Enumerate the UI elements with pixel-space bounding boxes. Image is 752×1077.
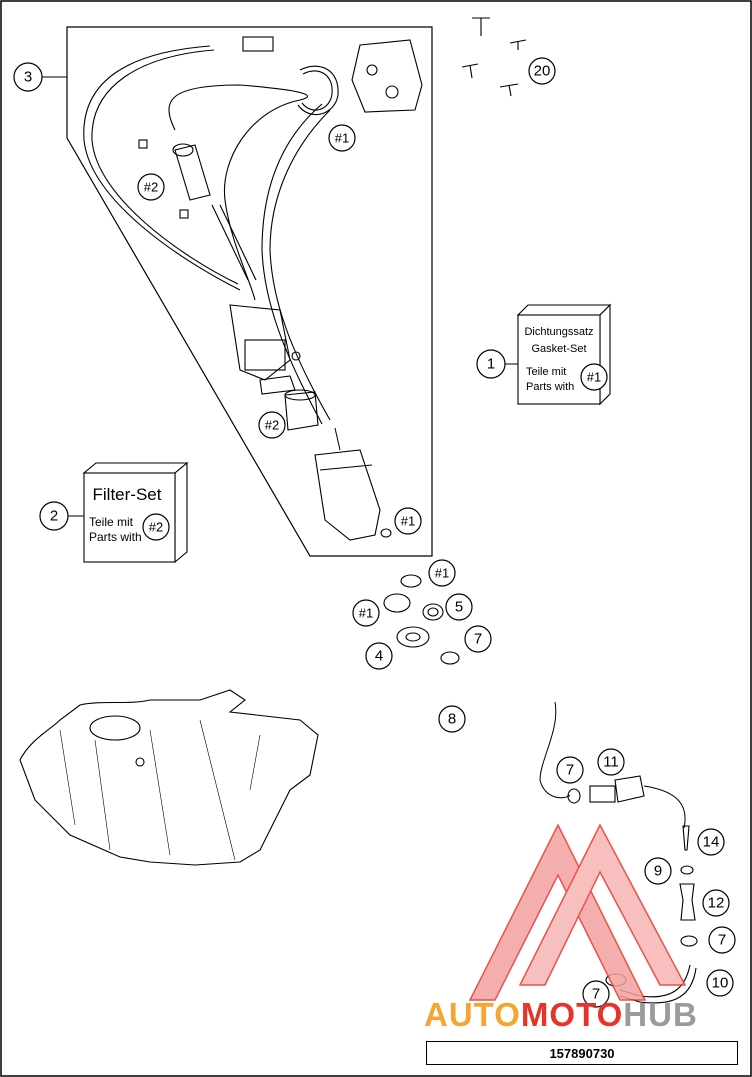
diagram-number-box: 157890730 [426, 1041, 738, 1065]
gasket-box-line1: Teile mit [526, 366, 566, 378]
svg-text:8: 8 [448, 711, 456, 728]
filter-box-title: Filter-Set [93, 485, 162, 504]
svg-text:1: 1 [487, 356, 495, 373]
callout-3: 3 [13, 62, 43, 92]
svg-text:12: 12 [708, 895, 725, 912]
callout-1: 1 [476, 349, 506, 379]
valve-components [383, 574, 460, 665]
callout-11: 11 [597, 748, 625, 776]
gasket-box-line2: Parts with [526, 381, 574, 393]
callout-7d: 7 [582, 980, 610, 1008]
svg-text:#1: #1 [359, 606, 373, 621]
gasket-box-title-de: Dichtungssatz [524, 326, 593, 338]
fuel-hoses [168, 84, 331, 425]
callout-7c: 7 [708, 926, 736, 954]
pump-flange [297, 39, 423, 115]
svg-text:9: 9 [654, 863, 662, 880]
callout-2: 2 [39, 501, 69, 531]
callout-7a: 7 [464, 625, 492, 653]
fuel-pump-body [229, 304, 301, 395]
pump-filter-housing [314, 427, 392, 541]
callout-7b: 7 [556, 756, 584, 784]
callout-8: 8 [438, 705, 466, 733]
callout-10: 10 [706, 969, 734, 997]
quick-coupling [567, 775, 686, 829]
diagram-number: 157890730 [549, 1045, 615, 1061]
svg-text:10: 10 [712, 975, 729, 992]
watermark-hub: HUB [623, 996, 698, 1033]
filter-box-line1: Teile mit [89, 515, 134, 529]
ref-2-filter: #2 [137, 173, 165, 201]
callout-12: 12 [702, 889, 730, 917]
fuel-hose-8 [443, 654, 571, 799]
svg-text:#1: #1 [587, 370, 601, 385]
ref-2-sleeve: #2 [258, 411, 286, 439]
svg-text:7: 7 [592, 986, 600, 1003]
callout-20: 20 [528, 57, 556, 85]
fuel-tank [19, 689, 319, 866]
svg-text:7: 7 [718, 932, 726, 949]
ref-2-filter-box: #2 [142, 513, 170, 541]
svg-text:#2: #2 [144, 180, 158, 195]
svg-text:3: 3 [24, 69, 32, 86]
ref-1-gasket-box: #1 [580, 363, 608, 391]
inline-fuel-filter [138, 139, 211, 219]
callout-14: 14 [697, 828, 725, 856]
pump-assembly-bracket [66, 26, 433, 557]
bolt-set [461, 17, 527, 97]
ref-1-oring-top: #1 [428, 559, 456, 587]
watermark-wordmark: AUTOMOTOHUB [424, 996, 698, 1034]
svg-text:#1: #1 [435, 566, 449, 581]
callout-9: 9 [644, 857, 672, 885]
svg-text:#2: #2 [149, 520, 163, 535]
svg-text:2: 2 [50, 508, 58, 525]
gasket-set-box: Dichtungssatz Gasket-Set Teile mit Parts… [516, 303, 612, 406]
gasket-box-title-en: Gasket-Set [531, 343, 586, 355]
svg-text:5: 5 [455, 599, 463, 616]
ref-1-flange: #1 [328, 124, 356, 152]
watermark-auto: AUTO [424, 996, 521, 1033]
svg-text:7: 7 [474, 631, 482, 648]
callout-4: 4 [365, 642, 393, 670]
svg-text:#1: #1 [401, 514, 415, 529]
svg-text:#1: #1 [335, 131, 349, 146]
filter-set-box: Filter-Set Teile mit Parts with [82, 461, 189, 564]
filter-sleeve [284, 389, 319, 431]
svg-text:11: 11 [603, 754, 619, 771]
svg-text:14: 14 [703, 834, 720, 851]
svg-text:7: 7 [566, 762, 574, 779]
svg-text:20: 20 [534, 63, 551, 80]
watermark-logo [468, 823, 687, 1001]
svg-text:4: 4 [375, 648, 383, 665]
svg-text:#2: #2 [265, 418, 279, 433]
filter-box-line2: Parts with [89, 530, 142, 544]
ref-1-oring-left: #1 [352, 599, 380, 627]
wiring-connector [83, 36, 274, 291]
callout-5: 5 [445, 593, 473, 621]
watermark-moto: MOTO [520, 996, 624, 1033]
ref-1-housing: #1 [394, 507, 422, 535]
